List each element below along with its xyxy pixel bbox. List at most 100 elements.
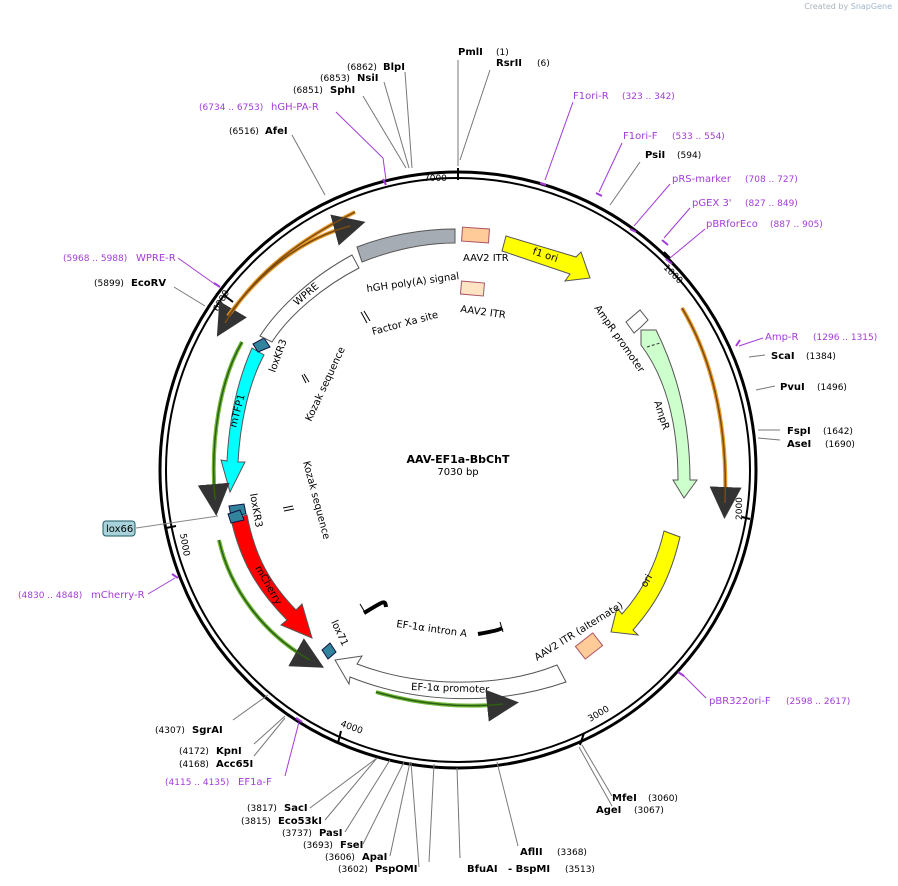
site-bfuai: BfuAI xyxy=(467,864,498,875)
primer-labels: (6734 .. 6753) hGH-PA-R F1ori-R (323 .. … xyxy=(18,91,877,788)
site-mfei: MfeI xyxy=(612,793,637,804)
site-fsei-pos: (3693) xyxy=(303,841,333,851)
leader-lines xyxy=(173,60,781,868)
site-fsei: FseI xyxy=(340,840,363,851)
primer-amp-r-pos: (1296 .. 1315) xyxy=(813,333,877,343)
site-eco53ki-pos: (3815) xyxy=(241,817,271,827)
site-apai: ApaI xyxy=(362,852,387,863)
feature-mcherry xyxy=(230,514,313,639)
feature-loxkr3-upper xyxy=(252,337,271,353)
feature-label-factor-xa: Factor Xa site xyxy=(371,310,440,338)
site-aflii-pos: (3368) xyxy=(557,848,587,858)
primer-pbrforeco-pos: (887 .. 905) xyxy=(770,220,823,230)
plasmid-length: 7030 bp xyxy=(437,467,478,478)
plasmid-name: AAV-EF1a-BbChT xyxy=(407,453,510,466)
site-sphi: SphI xyxy=(330,85,355,96)
feature-label-kozak-upper: Kozak sequence xyxy=(304,345,348,423)
site-saci-pos: (3817) xyxy=(247,804,277,814)
feature-wpre xyxy=(259,254,360,343)
primer-amp-r: Amp-R xyxy=(765,332,799,343)
primer-marks xyxy=(171,178,741,723)
site-eco53ki: Eco53kI xyxy=(278,816,322,827)
site-bspmi-pos: (3513) xyxy=(565,865,595,875)
primer-prs-marker: pRS-marker xyxy=(672,174,732,185)
primer-leader-lines xyxy=(147,101,764,777)
site-kpni-pos: (4172) xyxy=(179,747,209,757)
feature-ampr xyxy=(640,329,698,499)
primer-pgex3-pos: (827 .. 849) xyxy=(745,199,798,209)
snapgene-watermark: Created by SnapGene xyxy=(804,2,892,11)
site-apai-pos: (3606) xyxy=(325,853,355,863)
feature-lox66-badge xyxy=(102,520,136,537)
site-rsrii: RsrII xyxy=(496,58,522,69)
feature-label-hgh-polya: hGH poly(A) signal xyxy=(366,271,460,295)
site-blpi: BlpI xyxy=(383,62,405,73)
site-acc65i: Acc65I xyxy=(216,759,253,770)
feature-label-lox71: lox71 xyxy=(328,619,349,648)
site-pspomi-pos: (3602) xyxy=(338,865,368,875)
primer-mcherry-r-pos: (4830 .. 4848) xyxy=(18,591,82,601)
tick-4000: 4000 xyxy=(339,719,364,736)
site-blpi-pos: (6862) xyxy=(347,63,377,73)
site-fspi: FspI xyxy=(787,426,811,437)
primer-ef1a-f-pos: (4115 .. 4135) xyxy=(165,778,229,788)
site-acc65i-pos: (4168) xyxy=(179,760,209,770)
feature-ampr-promoter xyxy=(625,309,649,334)
site-nsii-pos: (6853) xyxy=(320,74,350,84)
primer-pbr322ori-f: pBR322ori-F xyxy=(709,696,771,707)
feature-label-lox66: lox66 xyxy=(106,524,133,535)
site-fspi-pos: (1642) xyxy=(823,427,853,437)
site-asei-pos: (1690) xyxy=(825,440,855,450)
tick-2000: 2000 xyxy=(735,497,745,520)
feature-label-aav2-itr-inner: AAV2 ITR xyxy=(460,304,507,321)
tick-6000: 6000 xyxy=(212,288,232,313)
tick-1000: 1000 xyxy=(661,263,684,286)
site-pvui: PvuI xyxy=(780,382,805,393)
feature-ef1a-intron xyxy=(362,600,504,636)
feature-ori xyxy=(610,530,681,636)
site-psii: PsiI xyxy=(645,150,665,161)
site-pasi-pos: (3737) xyxy=(282,829,312,839)
primer-f1ori-f-pos: (533 .. 554) xyxy=(672,132,725,142)
primer-hgh-pa-r-pos: (6734 .. 6753) xyxy=(199,103,263,113)
tick-7000: 7000 xyxy=(424,174,447,184)
site-agei: AgeI xyxy=(596,805,621,816)
primer-hgh-pa-r: hGH-PA-R xyxy=(271,102,319,113)
site-pasi: PasI xyxy=(319,828,342,839)
primer-pbrforeco: pBRforEco xyxy=(706,219,758,230)
site-scai-pos: (1384) xyxy=(806,352,836,362)
site-ecorv-pos: (5899) xyxy=(94,279,124,289)
feature-label-kozak-lower: Kozak sequence xyxy=(300,460,332,541)
feature-mtfp1 xyxy=(220,347,265,494)
primer-prs-marker-pos: (708 .. 727) xyxy=(745,175,798,185)
snapgene-brand: SnapGene xyxy=(850,2,892,11)
site-psii-pos: (594) xyxy=(677,151,701,161)
feature-f1-ori xyxy=(501,235,591,282)
site-afei: AfeI xyxy=(265,126,288,137)
feature-hgh-polya xyxy=(356,228,456,263)
feature-label-loxkr3-upper: loxKR3 xyxy=(267,338,289,374)
primer-pgex3: pGEX 3' xyxy=(692,198,732,209)
tick-5000: 5000 xyxy=(177,533,191,558)
primer-wpre-r-pos: (5968 .. 5988) xyxy=(63,254,127,264)
feature-label-mcherry: mCherry xyxy=(252,564,283,607)
primer-pbr322ori-f-pos: (2598 .. 2617) xyxy=(786,697,850,707)
feature-label-ampr: AmpR xyxy=(651,400,671,432)
site-mfei-pos: (3060) xyxy=(648,794,678,804)
site-sgrai: SgrAI xyxy=(192,725,223,736)
tick-marks xyxy=(165,168,751,746)
site-labels: PmlI (1) RsrII (6) (6862) BlpI (6853) Ns… xyxy=(94,47,855,875)
site-pmli: PmlI xyxy=(458,47,483,58)
feature-label-ef1a-promoter: EF-1α promoter xyxy=(411,682,490,696)
site-ecorv: EcoRV xyxy=(131,278,166,289)
site-sphi-pos: (6851) xyxy=(293,86,323,96)
primer-f1ori-r-pos: (323 .. 342) xyxy=(622,92,675,102)
site-bspmi: - BspMI xyxy=(508,864,550,875)
site-afei-pos: (6516) xyxy=(229,127,259,137)
orf-arc-5 xyxy=(217,539,324,668)
site-nsii: NsiI xyxy=(357,73,378,84)
site-sgrai-pos: (4307) xyxy=(155,726,185,736)
feature-label-loxkr3-lower: loxKR3 xyxy=(247,493,264,529)
site-agei-pos: (3067) xyxy=(634,806,664,816)
